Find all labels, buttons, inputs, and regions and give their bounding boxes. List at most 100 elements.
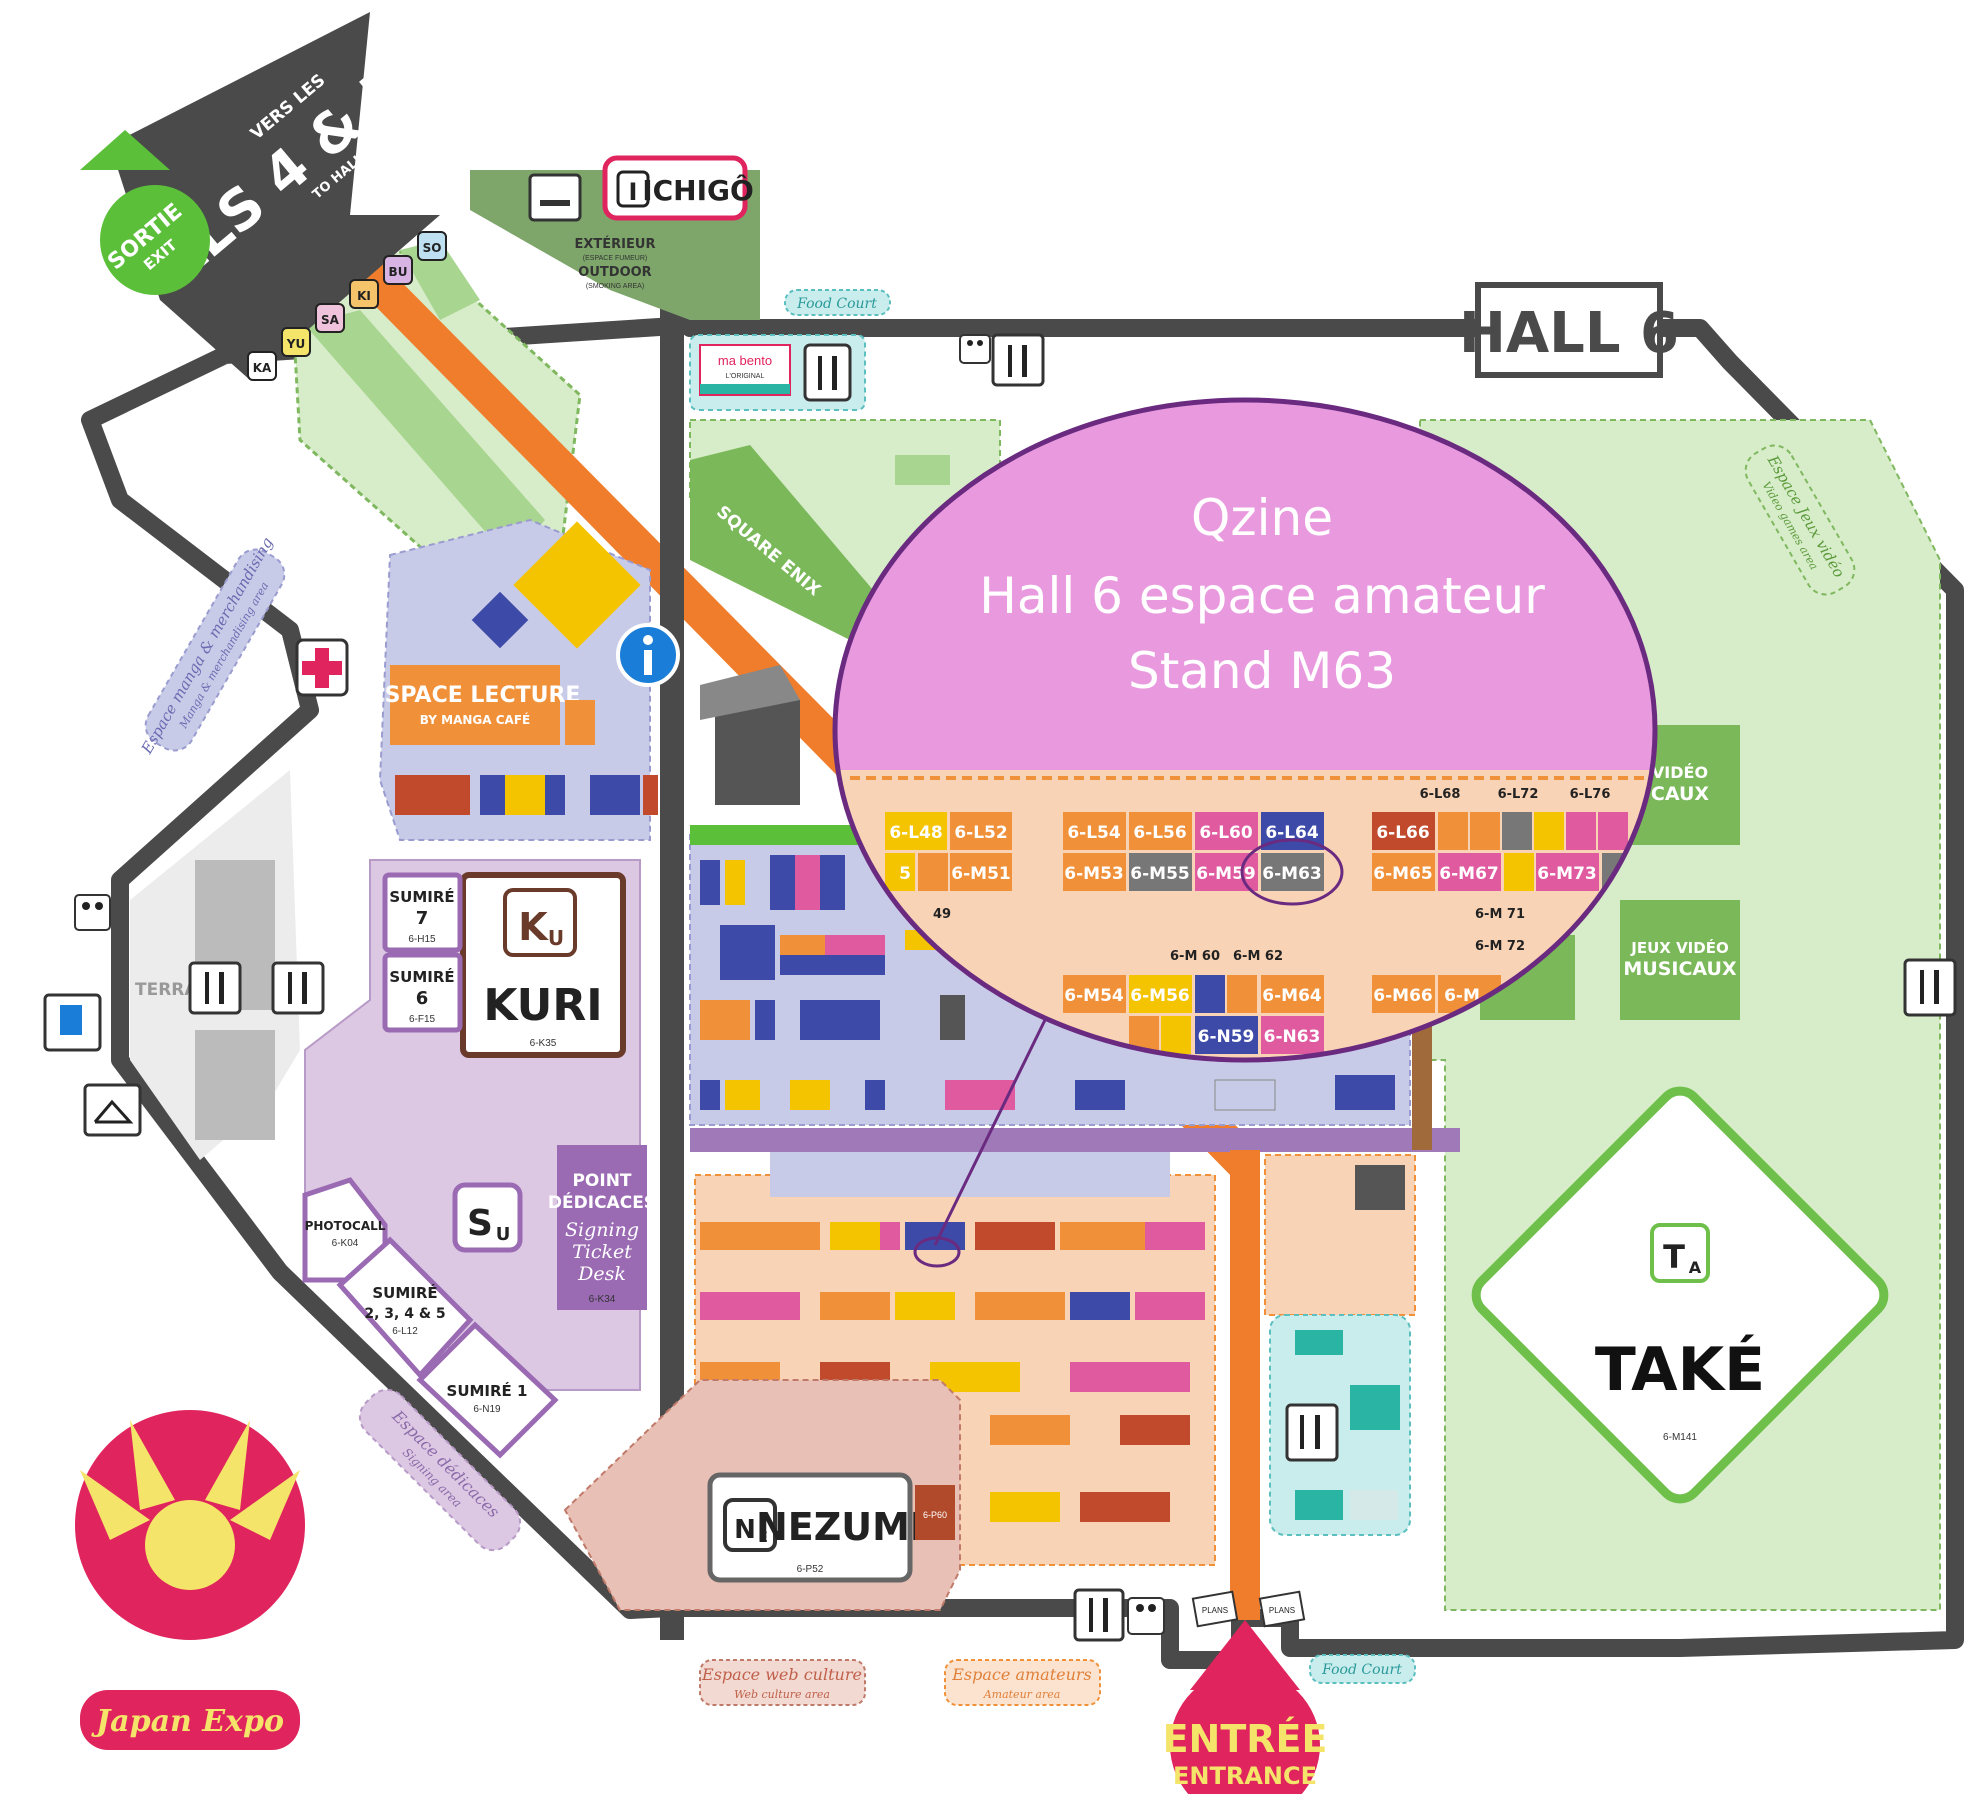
ichigo-name: ICHIGÔ [642,173,754,207]
kuri-stage: K U KURI 6-K35 [460,872,626,1058]
zoom-m63-highlight [1240,838,1344,906]
zoom-stand-L52 [950,812,1012,850]
halls-badges: KA YU SA KI BU SO [247,231,447,381]
callout-line2: Hall 6 espace amateur [979,567,1545,625]
zoom-M56: 6-M56 [1130,986,1189,1006]
ichigo-sign[interactable]: I ICHIGÔ [602,155,754,221]
photocall-code: 6-K04 [332,1238,359,1249]
bento-name: ma bento [718,353,772,368]
jeux-bottom-line1: JEUX VIDÉO [1630,938,1728,957]
green-divider-bar [690,825,860,845]
zoom-L76: 6-L76 [1570,787,1611,802]
plans-icon-right: PLANS [1258,1590,1306,1628]
zoom-stand-M53 [1063,853,1126,891]
zoom-stand-M65 [1372,853,1435,891]
sumire-7-stand: SUMIRÉ 7 6-H15 [382,872,463,953]
smoking-icon [528,173,582,222]
sumire-6-stand: SUMIRÉ 6 6-F15 [382,952,463,1033]
point-dedicaces-en2: Ticket [572,1241,632,1263]
zoom-M-partial: 6-M [1444,986,1480,1006]
zoom-stand-L56 [1129,812,1192,850]
photocall-title: PHOTOCALL [305,1219,386,1233]
plans-right-label: PLANS [1269,1606,1295,1615]
take-badge-sub: A [1689,1258,1702,1277]
stand-red-2 [643,775,658,815]
restaurant-icon-right-food [1285,1403,1339,1462]
su-badge: S U [452,1182,523,1253]
zoom-M54: 6-M54 [1064,986,1124,1006]
zoom-stand-M66 [1372,975,1435,1013]
stand-yellow [505,775,545,815]
zoom-stand-N63 [1261,1016,1324,1054]
zoom-N63: 6-N63 [1264,1027,1321,1047]
zoom-L54: 6-L54 [1067,823,1121,843]
sumire-7-num: 7 [416,908,429,929]
espace-lecture-title: ESPACE LECTURE [370,683,581,708]
point-dedicaces-title2: DÉDICACES [548,1191,656,1213]
badge-sa: SA [321,313,340,327]
sumire-1-title: SUMIRÉ 1 [447,1381,528,1400]
jeux-musicaux-bottom: JEUX VIDÉO MUSICAUX [1620,900,1740,1020]
food-court-bottom-tag: Food Court [1309,1654,1416,1684]
ichigo-letter: I [629,178,638,206]
sumire-1-stand: SUMIRÉ 1 6-N19 [416,1321,559,1459]
amateurs-tag: Espace amateurs Amateur area [944,1659,1101,1706]
sumire-7-title: SUMIRÉ [389,887,454,906]
zoom-stand-M55 [1129,853,1192,891]
web-culture-tag: Espace web culture Web culture area [699,1659,866,1706]
zoom-stand-L60 [1195,812,1258,850]
stand-6-K23 [513,521,641,649]
accessibility-icon [43,993,102,1052]
food-court-right [1269,1314,1411,1536]
sumire-2345-num: 2, 3, 4 & 5 [364,1306,445,1322]
badge-so: SO [423,241,442,255]
square-enix-stand [690,445,890,640]
entree-line1: ENTRÉE [1163,1717,1328,1761]
jeux-top-line2: CAUX [1651,783,1709,805]
stand-orange [565,700,595,745]
zoom-M66: 6-M66 [1373,986,1432,1006]
zoom-L52: 6-L52 [954,823,1007,843]
japan-expo-logo: Japan Expo [75,1410,305,1750]
zoom-L60: 6-L60 [1199,823,1253,843]
callout-title: Qzine [1191,489,1333,547]
nezumi-name: NEZUMI [756,1505,924,1549]
exit-arrow[interactable]: SORTIE EXIT [80,130,210,295]
restaurant-icon-right [1903,958,1957,1017]
zoom-L48: 6-L48 [889,823,942,843]
bento-food-area: ma bento L'ORIGINAL [689,334,866,411]
zoom-M60: 6-M 60 [1170,949,1220,964]
kuri-badge-sub: U [548,926,564,950]
orange-corridor-vertical [1230,1150,1260,1620]
zoom-M65: 6-M65 [1373,864,1432,884]
entrance-sign[interactable]: ENTRÉE ENTRANCE [1163,1620,1328,1794]
restaurant-icon-bottom [1073,1588,1125,1642]
food-court-top-tag: Food Court [784,289,891,316]
hall-6-label: HALL 6 [1459,282,1679,378]
stand-red [395,775,470,815]
stand-6-P60-label: 6-P60 [923,1510,947,1520]
sumire-2345-stand: SUMIRÉ 2, 3, 4 & 5 6-L12 [336,1236,474,1379]
nezumi-code: 6-P52 [797,1564,824,1575]
zoom-M51: 6-M51 [951,864,1010,884]
zoom-stand-L66 [1372,812,1435,850]
plans-left-label: PLANS [1202,1606,1228,1615]
sumire-6-title: SUMIRÉ [389,967,454,986]
nezumi-badge-sub: E [758,1530,768,1546]
restaurant-icon-top-2 [991,333,1045,387]
zoom-5: 5 [899,864,911,884]
amateur-stands [700,1222,1205,1522]
zoom-M71: 6-M 71 [1475,907,1525,922]
take-stage: T A TAKÉ 6-M141 [1471,1086,1889,1504]
food-court-top-label: Food Court [796,296,877,312]
info-point-icon[interactable] [616,623,680,687]
zoom-N59: 6-N59 [1198,1027,1255,1047]
plans-icon-left: PLANS [1191,1590,1239,1628]
zoom-stand-M73 [1536,853,1599,891]
nezumi-badge-main: N [734,1515,756,1545]
zoom-M55: 6-M55 [1130,864,1189,884]
zoom-stand-M67 [1438,853,1501,891]
exterieur-sub2: (SMOKING AREA) [586,283,644,290]
zoom-stand-M64 [1261,975,1324,1013]
first-aid-icon [295,638,349,697]
